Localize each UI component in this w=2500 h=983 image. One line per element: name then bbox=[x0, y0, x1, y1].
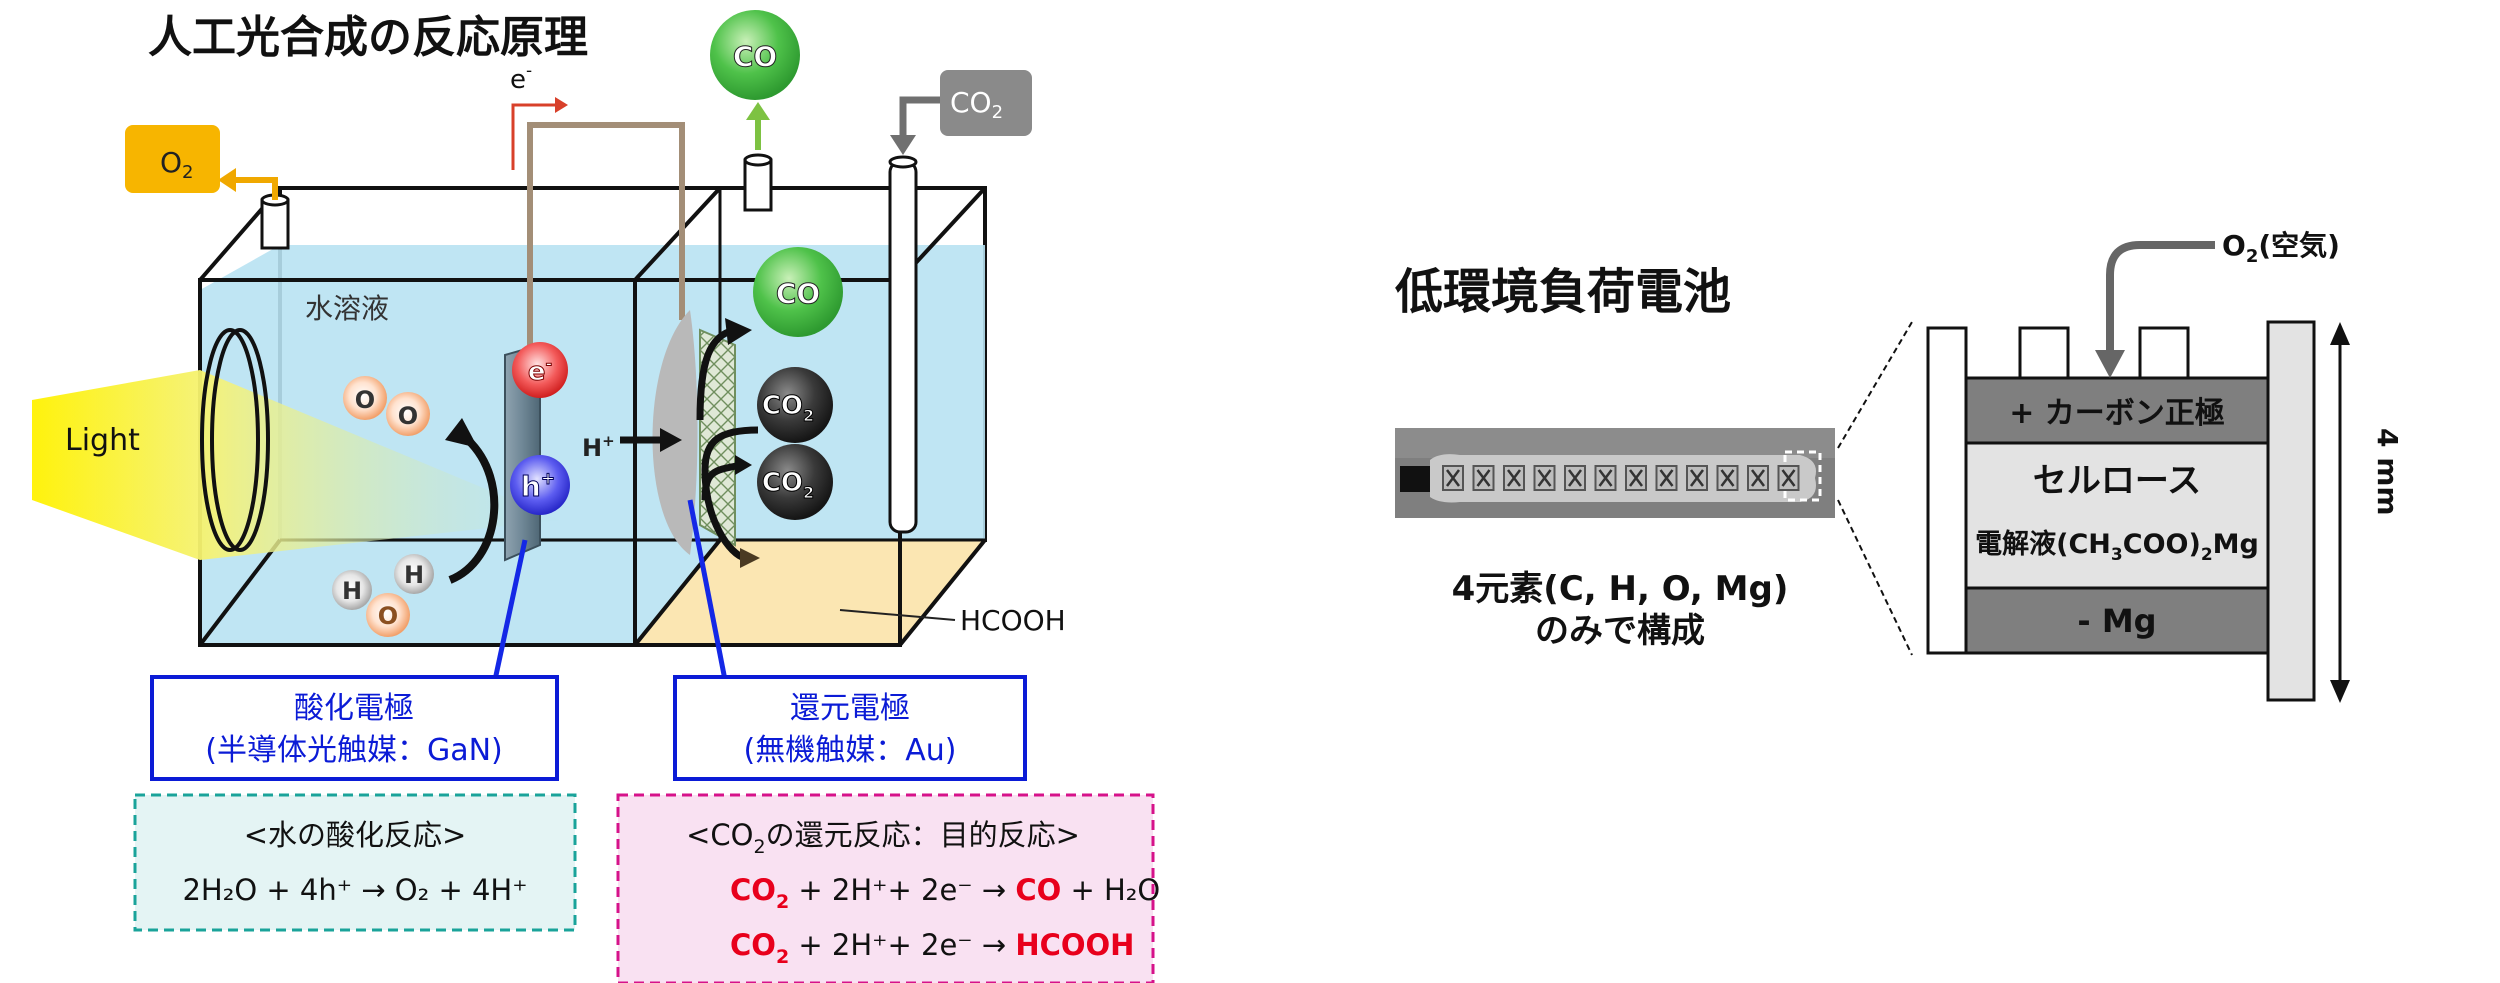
air-inlet-arrow bbox=[2095, 241, 2215, 378]
proton-label: H+ bbox=[582, 432, 615, 462]
battery-cells bbox=[1442, 465, 1800, 491]
co2-reduction-box bbox=[616, 793, 1155, 983]
cathode-pointer bbox=[687, 499, 728, 681]
air-label: O2(空気) bbox=[2222, 229, 2340, 267]
carbon-cathode-label: + カーボン正極 bbox=[2009, 396, 2225, 431]
zoom-line-bottom bbox=[1837, 499, 1913, 656]
left-title: 人工光合成の反応原理 bbox=[148, 12, 588, 63]
o2-outlet-label: O2 bbox=[160, 146, 194, 183]
battery-cell-mark bbox=[1446, 469, 1460, 487]
elements-line-1: 4元素(C, H, O, Mg) bbox=[1452, 569, 1789, 609]
battery-cell-mark bbox=[1781, 469, 1796, 487]
water-oxidation-box bbox=[133, 793, 577, 932]
thickness-label: 4 mm bbox=[2371, 428, 2404, 516]
wire-electron-label: e- bbox=[510, 61, 532, 95]
anode-box bbox=[150, 675, 559, 781]
h-atom-label-2: H bbox=[404, 561, 424, 589]
light-window bbox=[200, 328, 270, 552]
thickness-dimension bbox=[2330, 322, 2350, 703]
co2-molecule-2-label: CO2 bbox=[762, 468, 814, 502]
solution-label: 水溶液 bbox=[305, 292, 389, 325]
external-wire bbox=[511, 97, 685, 380]
water-oxidation-equation: 2H₂O + 4h⁺ → O₂ + 4H⁺ bbox=[182, 873, 527, 907]
anode-sub: (半導体光触媒：GaN) bbox=[205, 733, 502, 768]
elements-line-2: のみで構成 bbox=[1535, 611, 1705, 651]
electrolyte-label: 電解液(CH3COO)2Mg bbox=[1975, 529, 2259, 565]
battery-cell-mark bbox=[1507, 469, 1521, 487]
o2-outlet bbox=[125, 125, 290, 250]
h-atom-label-1: H bbox=[342, 577, 362, 605]
cathode-sub: (無機触媒：Au) bbox=[744, 733, 957, 768]
co-molecule-tank-label: CO bbox=[776, 277, 820, 310]
co2-equation-2: CO2 + 2H⁺+ 2e⁻ → HCOOH bbox=[730, 928, 1134, 968]
hole-ball-label: h+ bbox=[521, 469, 555, 503]
cathode-box bbox=[673, 675, 1027, 781]
co2-molecule-1 bbox=[757, 367, 833, 443]
right-title: 低環境負荷電池 bbox=[1395, 264, 1731, 320]
co2-molecule-2 bbox=[757, 444, 833, 520]
hole-ball bbox=[510, 455, 570, 515]
cathode-reaction-arrows bbox=[696, 318, 759, 562]
battery-cell-mark bbox=[1720, 469, 1735, 487]
electron-ball bbox=[512, 342, 568, 398]
cathode-title: 還元電極 bbox=[790, 691, 910, 726]
battery-cell-mark bbox=[1476, 469, 1491, 487]
co2-inlet bbox=[888, 70, 1032, 534]
water-oxidation-title: <水の酸化反応> bbox=[244, 818, 467, 852]
co-molecule-top-label: CO bbox=[733, 40, 777, 73]
light-label: Light bbox=[65, 423, 140, 458]
proton-arrow bbox=[620, 428, 682, 452]
o-atom-label-2: O bbox=[398, 402, 418, 430]
hcooh-arrow-head bbox=[740, 548, 760, 568]
anode-pointer bbox=[492, 539, 528, 681]
hcooh-label: HCOOH bbox=[960, 604, 1066, 637]
water-oxidation-arrow bbox=[445, 418, 499, 584]
o2-product-atoms bbox=[343, 376, 430, 436]
battery-cell-mark bbox=[1568, 469, 1582, 487]
battery-cross-section bbox=[1926, 320, 2316, 702]
battery-cell-mark bbox=[1751, 469, 1765, 487]
battery-cell-mark bbox=[1537, 469, 1552, 487]
reaction-tank bbox=[198, 186, 987, 647]
battery-cell-mark bbox=[1690, 469, 1704, 487]
anode-title: 酸化電極 bbox=[294, 691, 414, 726]
co-molecule-tank bbox=[753, 247, 843, 337]
mg-anode-label: - Mg bbox=[2077, 602, 2156, 640]
o-atom-label-1: O bbox=[355, 386, 375, 414]
co-outlet bbox=[743, 102, 773, 212]
battery-cell-mark bbox=[1598, 469, 1613, 487]
o-atom-label-3: O bbox=[378, 602, 398, 630]
co2-equation-1: CO2 + 2H⁺+ 2e⁻ → CO + H₂O bbox=[730, 873, 1160, 913]
electron-ball-label: e- bbox=[528, 354, 552, 387]
co-molecule-top bbox=[710, 10, 800, 100]
battery-cell-mark bbox=[1629, 469, 1643, 487]
water-molecule bbox=[332, 554, 434, 637]
light-beam bbox=[32, 370, 560, 560]
zoom-line-top bbox=[1837, 321, 1913, 449]
co2-molecule-1-label: CO2 bbox=[762, 391, 814, 425]
battery-cell-mark bbox=[1659, 469, 1674, 487]
co2-reduction-title: <CO2の還元反応：目的反応> bbox=[686, 818, 1080, 858]
cellulose-label: セルロース bbox=[2033, 461, 2201, 501]
co2-inlet-label: CO2 bbox=[950, 86, 1003, 123]
